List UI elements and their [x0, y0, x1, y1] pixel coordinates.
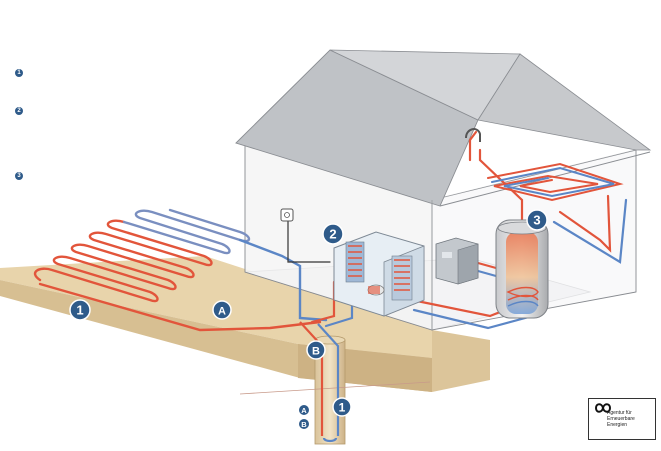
callout-3: 3	[526, 209, 548, 231]
callout-2: 2	[322, 223, 344, 245]
logo-line-3: Energien	[607, 422, 628, 428]
logo-line-1: Agentur für	[607, 410, 632, 416]
ground-collector-loops	[33, 208, 328, 332]
control-unit	[435, 237, 479, 285]
callout-1: 1	[69, 299, 91, 321]
well-callout-A-label: A	[301, 406, 307, 415]
ground-side	[432, 330, 490, 392]
callout-2-label: 2	[329, 227, 336, 242]
well-callout-B: B	[298, 418, 310, 430]
well-callout-A: A	[298, 404, 310, 416]
agency-logo: Agentur für Erneuerbare Energien	[588, 398, 656, 440]
legend-marker-2: 2	[15, 107, 23, 115]
depth-line	[239, 381, 431, 395]
logo-text: Agentur für Erneuerbare Energien	[607, 410, 653, 428]
logo-line-2: Erneuerbare	[607, 416, 635, 422]
callout-1-label: 1	[76, 303, 83, 318]
callout-A-label: A	[218, 306, 226, 318]
storage-tank	[495, 219, 549, 319]
heating-coil	[487, 162, 624, 202]
well-callout-1: 1	[332, 397, 352, 417]
faucet-icon	[465, 128, 481, 142]
legend-marker-3: 3	[15, 172, 23, 180]
callout-A: A	[212, 300, 232, 320]
legend-marker-1: 1	[15, 69, 23, 77]
power-socket	[280, 208, 294, 222]
logo-infinity-icon	[594, 403, 612, 413]
callout-B-label: B	[312, 346, 320, 358]
heat-pump-unit	[333, 231, 425, 317]
callout-3-label: 3	[533, 213, 540, 228]
well-callout-B-label: B	[301, 420, 307, 429]
roof-right	[477, 53, 652, 151]
callout-B: B	[306, 340, 326, 360]
well-callout-1-label: 1	[339, 401, 346, 415]
